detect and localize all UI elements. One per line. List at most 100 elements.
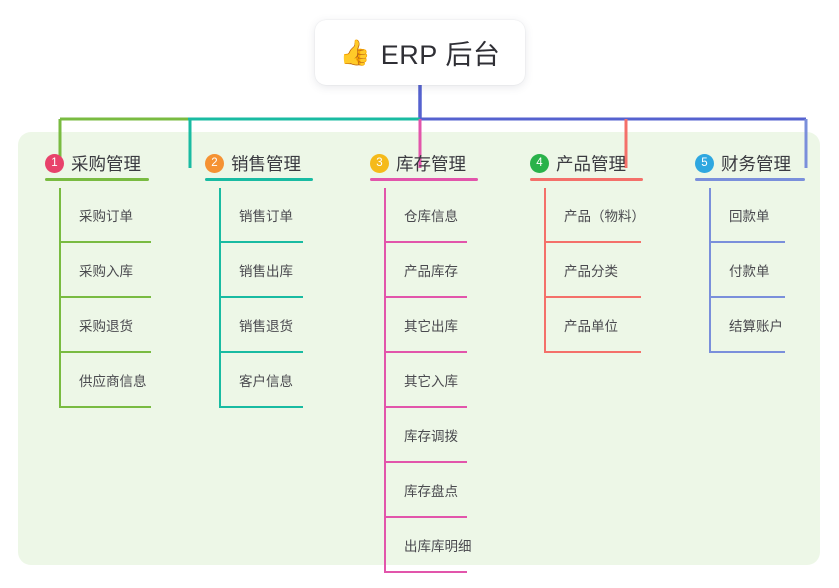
branch-column-5: 5 财务管理回款单付款单结算账户 — [695, 146, 805, 353]
root-node[interactable]: 👍 ERP 后台 — [315, 20, 525, 85]
leaf-underline — [384, 571, 467, 573]
leaf-item[interactable]: 采购入库 — [45, 243, 151, 298]
leaf-list: 采购订单采购入库采购退货供应商信息 — [45, 188, 151, 408]
branch-header-1[interactable]: 1 采购管理 — [45, 146, 141, 180]
leaf-underline — [59, 351, 151, 353]
branch-number-badge: 2 — [205, 153, 224, 173]
leaf-item[interactable]: 库存调拨 — [370, 408, 467, 463]
leaf-label: 销售出库 — [239, 264, 293, 279]
leaf-underline — [219, 351, 303, 353]
leaf-label: 采购退货 — [79, 319, 133, 334]
leaf-item[interactable]: 采购订单 — [45, 188, 151, 243]
root-title: ERP 后台 — [380, 40, 501, 70]
leaf-label: 客户信息 — [239, 374, 293, 389]
leaf-item[interactable]: 销售订单 — [205, 188, 303, 243]
leaf-item[interactable]: 出库库明细 — [370, 518, 472, 573]
leaf-item[interactable]: 库存盘点 — [370, 463, 467, 518]
leaf-label: 库存调拨 — [404, 429, 458, 444]
leaf-item[interactable]: 客户信息 — [205, 353, 303, 408]
leaf-label: 销售退货 — [239, 319, 293, 334]
leaf-underline — [544, 351, 641, 353]
leaf-item[interactable]: 采购退货 — [45, 298, 151, 353]
leaf-item[interactable]: 销售退货 — [205, 298, 303, 353]
leaf-label: 其它入库 — [404, 374, 458, 389]
leaf-list: 仓库信息产品库存其它出库其它入库库存调拨库存盘点出库库明细 — [370, 188, 472, 573]
leaf-label: 采购入库 — [79, 264, 133, 279]
leaf-spine — [219, 188, 221, 408]
branch-title: 销售管理 — [231, 153, 301, 174]
leaf-spine — [59, 188, 61, 408]
leaf-underline — [59, 296, 151, 298]
branch-underline — [695, 178, 805, 181]
branch-title: 采购管理 — [71, 153, 141, 174]
leaf-spine — [709, 188, 711, 353]
leaf-label: 产品库存 — [404, 264, 458, 279]
branch-header-2[interactable]: 2 销售管理 — [205, 146, 301, 180]
branch-title: 库存管理 — [396, 153, 466, 174]
leaf-item[interactable]: 付款单 — [695, 243, 791, 298]
leaf-item[interactable]: 产品单位 — [530, 298, 641, 353]
leaf-underline — [219, 296, 303, 298]
leaf-label: 供应商信息 — [79, 374, 147, 389]
branch-column-2: 2 销售管理销售订单销售出库销售退货客户信息 — [205, 146, 313, 408]
branch-underline — [530, 178, 643, 181]
branch-underline — [205, 178, 313, 181]
leaf-item[interactable]: 产品库存 — [370, 243, 467, 298]
leaf-underline — [544, 296, 641, 298]
branch-title: 产品管理 — [556, 153, 626, 174]
leaf-underline — [384, 516, 467, 518]
leaf-underline — [384, 406, 467, 408]
leaf-item[interactable]: 产品（物料） — [530, 188, 645, 243]
leaf-list: 产品（物料） 产品分类产品单位 — [530, 188, 645, 353]
leaf-underline — [219, 241, 303, 243]
branch-column-4: 4 产品管理产品（物料） 产品分类产品单位 — [530, 146, 645, 353]
leaf-underline — [709, 241, 785, 243]
leaf-underline — [59, 406, 151, 408]
thumbs-up-icon: 👍 — [339, 38, 371, 67]
leaf-underline — [219, 406, 303, 408]
leaf-label: 付款单 — [729, 264, 770, 279]
leaf-label: 回款单 — [729, 209, 770, 224]
leaf-underline — [709, 296, 785, 298]
branch-number-badge: 4 — [530, 153, 549, 173]
leaf-label: 仓库信息 — [404, 209, 458, 224]
leaf-list: 销售订单销售出库销售退货客户信息 — [205, 188, 303, 408]
leaf-item[interactable]: 仓库信息 — [370, 188, 467, 243]
leaf-item[interactable]: 回款单 — [695, 188, 791, 243]
leaf-spine — [384, 188, 386, 573]
leaf-underline — [544, 241, 641, 243]
branch-underline — [370, 178, 478, 181]
leaf-item[interactable]: 其它入库 — [370, 353, 467, 408]
leaf-underline — [384, 241, 467, 243]
leaf-item[interactable]: 产品分类 — [530, 243, 641, 298]
leaf-item[interactable]: 供应商信息 — [45, 353, 151, 408]
leaf-list: 回款单付款单结算账户 — [695, 188, 791, 353]
branch-header-5[interactable]: 5 财务管理 — [695, 146, 791, 180]
branch-number-badge: 1 — [45, 153, 64, 173]
branch-title: 财务管理 — [721, 153, 791, 174]
leaf-underline — [709, 351, 785, 353]
leaf-underline — [384, 461, 467, 463]
leaf-underline — [384, 296, 467, 298]
branch-header-4[interactable]: 4 产品管理 — [530, 146, 626, 180]
leaf-underline — [384, 351, 467, 353]
leaf-label: 出库库明细 — [404, 539, 472, 554]
leaf-item[interactable]: 结算账户 — [695, 298, 791, 353]
leaf-label: 结算账户 — [729, 319, 783, 334]
leaf-underline — [59, 241, 151, 243]
leaf-label: 产品单位 — [564, 319, 618, 334]
branch-column-1: 1 采购管理采购订单采购入库采购退货供应商信息 — [45, 146, 151, 408]
leaf-spine — [544, 188, 546, 353]
leaf-label: 销售订单 — [239, 209, 293, 224]
leaf-item[interactable]: 销售出库 — [205, 243, 303, 298]
leaf-label: 库存盘点 — [404, 484, 458, 499]
leaf-item[interactable]: 其它出库 — [370, 298, 467, 353]
branch-underline — [45, 178, 149, 181]
branch-number-badge: 5 — [695, 153, 714, 173]
leaf-label: 产品（物料） — [564, 209, 645, 224]
leaf-label: 其它出库 — [404, 319, 458, 334]
leaf-label: 采购订单 — [79, 209, 133, 224]
